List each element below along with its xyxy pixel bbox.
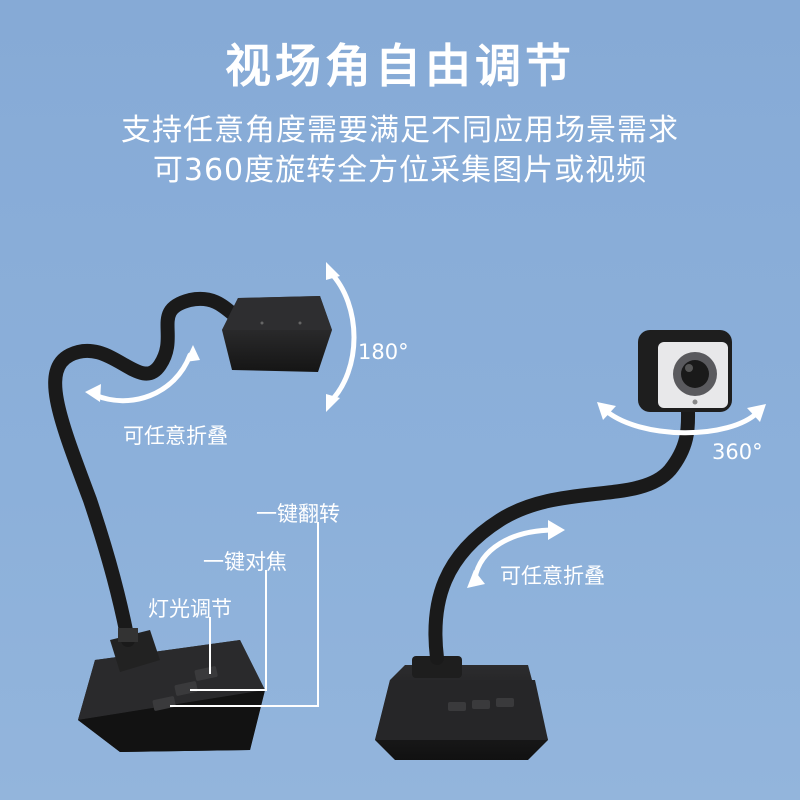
right-camera-head	[638, 330, 732, 412]
focus-button-label: 一键对焦	[203, 550, 287, 574]
right-button-3[interactable]	[496, 698, 514, 707]
rotate-360-arc	[602, 407, 761, 436]
left-base	[78, 630, 265, 752]
right-button-1[interactable]	[448, 702, 466, 711]
angle-label-360: 360°	[712, 440, 763, 464]
right-control-buttons	[448, 698, 514, 711]
left-fold-label: 可任意折叠	[123, 424, 228, 448]
right-button-2[interactable]	[472, 700, 490, 709]
left-gooseneck	[48, 291, 247, 647]
right-gooseneck	[428, 403, 696, 665]
left-camera-head	[222, 296, 332, 372]
rotate-180-arc	[327, 269, 357, 405]
subtitle-line-2: 可360度旋转全方位采集图片或视频	[152, 153, 648, 188]
focus-button[interactable]	[174, 681, 198, 696]
button-leader-lines	[170, 522, 319, 707]
flip-button[interactable]	[194, 666, 218, 681]
light-button-label: 灯光调节	[148, 597, 232, 621]
right-fold-arrow	[472, 527, 558, 581]
page-title: 视场角自由调节	[225, 39, 575, 93]
flip-button-label: 一键翻转	[256, 502, 340, 526]
right-fold-label: 可任意折叠	[500, 564, 605, 588]
left-control-buttons	[152, 666, 218, 711]
left-neck-joint	[118, 628, 138, 642]
angle-label-180: 180°	[358, 340, 409, 364]
left-document-camera	[48, 291, 332, 752]
left-fold-arrow	[92, 352, 193, 404]
subtitle-line-1: 支持任意角度需要满足不同应用场景需求	[121, 113, 679, 148]
right-document-camera	[375, 330, 732, 760]
light-button[interactable]	[152, 696, 176, 711]
